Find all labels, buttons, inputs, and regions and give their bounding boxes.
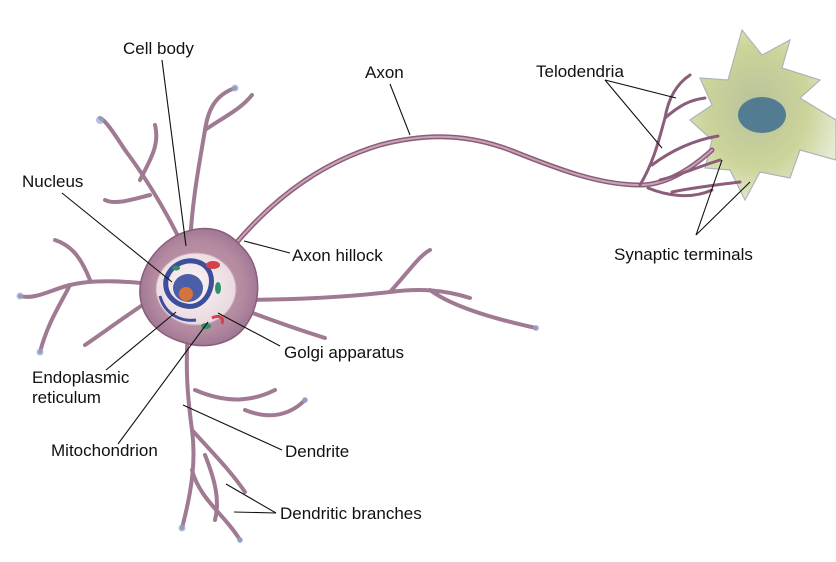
endoplasmic-reticulum [163,258,214,309]
target-cell [689,28,836,202]
label-dendrite: Dendrite [285,442,349,461]
dendrite-tips [16,84,539,543]
label-mitochondrion: Mitochondrion [51,441,158,460]
telodendria [638,73,742,198]
label-cell-body: Cell body [123,39,194,58]
label-telodendria: Telodendria [536,62,624,81]
axon [229,134,715,251]
label-nucleus: Nucleus [22,172,83,191]
label-golgi-apparatus: Golgi apparatus [284,343,404,362]
dendrites [18,86,538,542]
label-endoplasmic-reticulum-line1: Endoplasmic [32,368,130,387]
label-axon: Axon [365,63,404,82]
nucleolus [179,287,193,301]
label-synaptic-terminals: Synaptic terminals [614,245,753,264]
leader-lines [61,59,751,514]
label-axon-hillock: Axon hillock [292,246,383,265]
label-endoplasmic-reticulum-line2: reticulum [32,388,101,407]
target-cell-nucleus [738,97,786,133]
label-dendritic-branches: Dendritic branches [280,504,422,523]
golgi-apparatus [211,314,224,325]
